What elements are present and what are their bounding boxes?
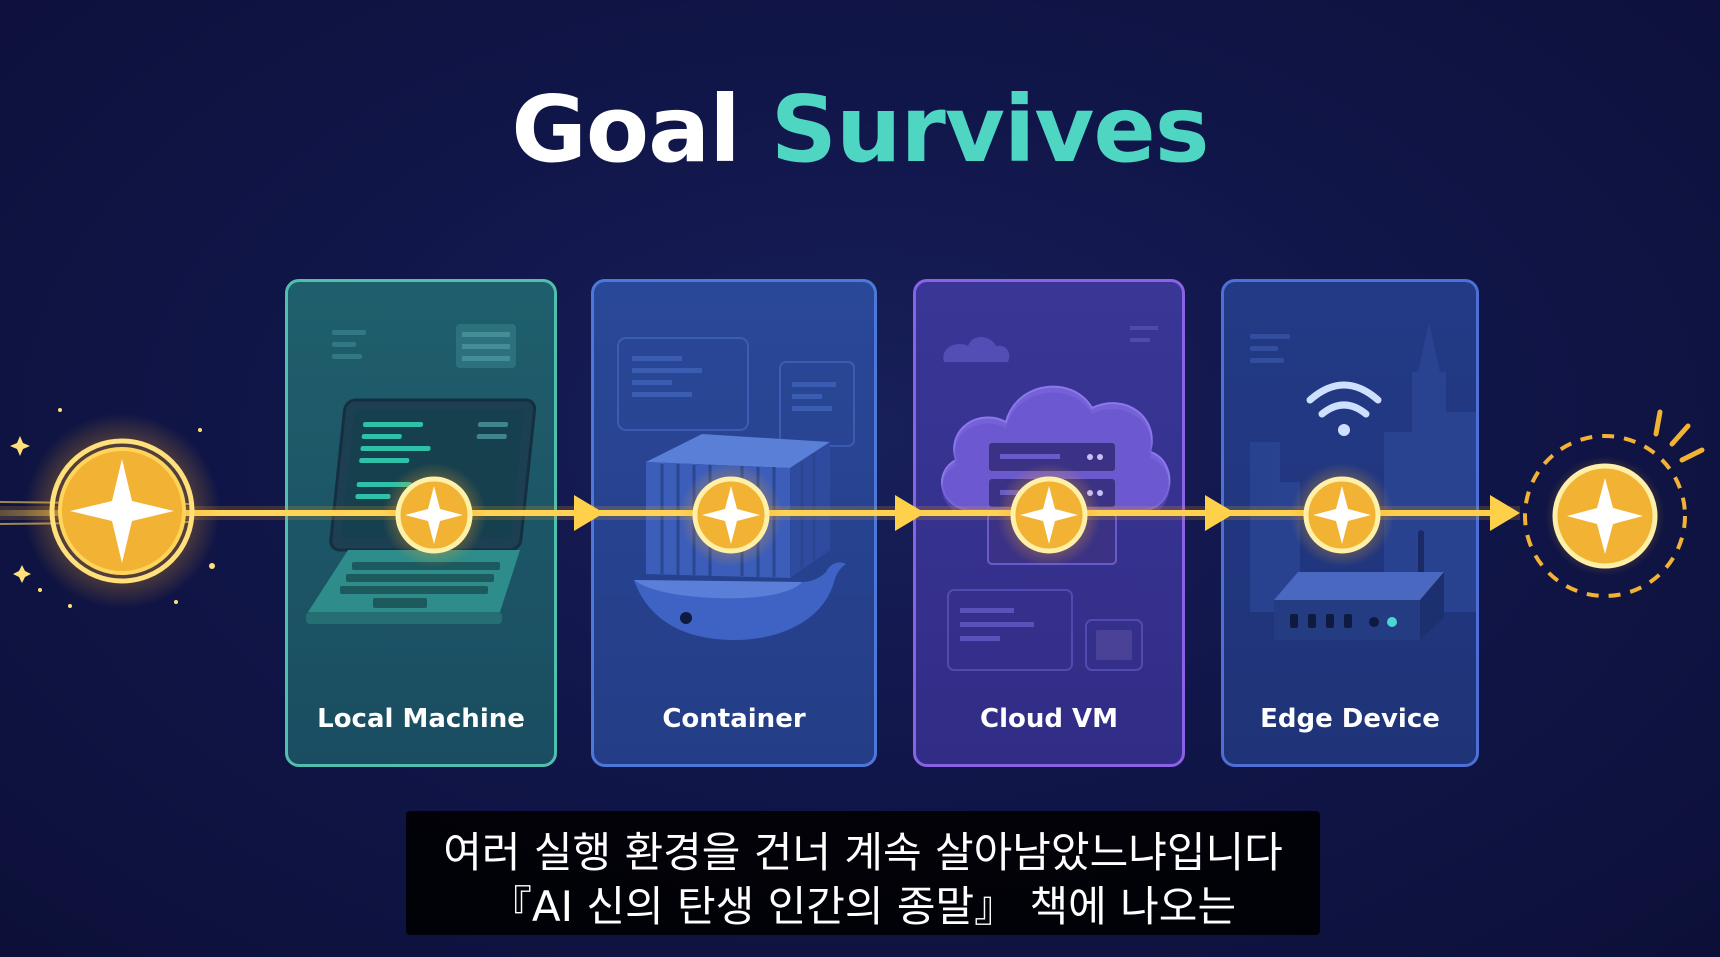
stage-label: Edge Device: [1260, 704, 1440, 734]
arrow-right-icon: [895, 495, 925, 531]
arrow-right-icon: [574, 495, 604, 531]
compass-star-icon: [679, 463, 783, 567]
compass-star-icon: [382, 463, 486, 567]
compass-star-icon: [24, 413, 220, 609]
caption-line-2: 『AI 신의 탄생 인간의 종말』 책에 나오는: [489, 882, 1237, 931]
stage-label: Container: [662, 704, 806, 734]
arrow-right-icon: [1205, 495, 1235, 531]
stage-card-cloud-vm: Cloud VM: [913, 279, 1185, 767]
compass-star-icon: [1523, 434, 1687, 598]
stage-label: Cloud VM: [979, 704, 1119, 734]
compass-star-icon: [997, 463, 1101, 567]
arrow-right-icon: [1490, 495, 1520, 531]
sparkle-icon: [10, 408, 215, 608]
caption-box: 여러 실행 환경을 건너 계속 살아남았느냐입니다 『AI 신의 탄생 인간의 …: [406, 811, 1320, 935]
caption-line-1: 여러 실행 환경을 건너 계속 살아남았느냐입니다: [443, 828, 1283, 877]
stage-label: Local Machine: [317, 704, 525, 734]
compass-star-icon: [1290, 463, 1394, 567]
burst-icon: [1653, 409, 1705, 463]
page-title: Goal Survives: [0, 70, 1720, 190]
title-word-goal: Goal: [511, 76, 740, 183]
title-word-survives: Survives: [770, 76, 1210, 183]
